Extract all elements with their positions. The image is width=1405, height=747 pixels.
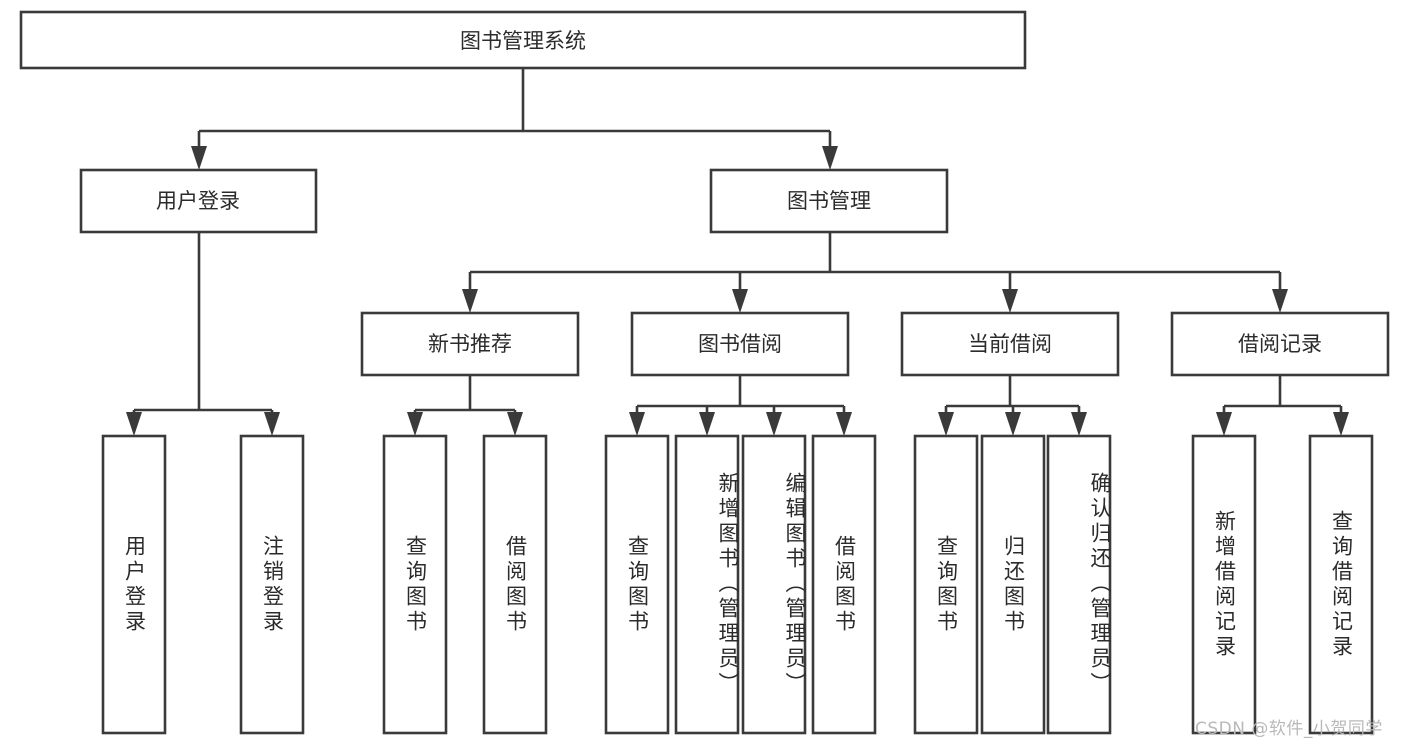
node-new-book-recommend-label: 新书推荐	[428, 332, 512, 356]
leaf-box-book-borrow-0[interactable]	[604, 434, 670, 735]
leaf-box-current-borrow-2[interactable]	[1046, 434, 1112, 735]
leaf-box-book-borrow-2[interactable]	[741, 434, 807, 735]
node-user-login[interactable]: 用户登录	[79, 168, 318, 234]
leaf-box-user-login-1[interactable]	[239, 434, 305, 735]
connectors-root-to-level2	[191, 68, 838, 170]
connectors-borrowrecord-to-leaves	[1216, 375, 1349, 436]
leaf-box-user-login-0[interactable]	[101, 434, 167, 735]
node-root-label: 图书管理系统	[460, 29, 586, 53]
leaf-box-borrow-record-1[interactable]	[1308, 434, 1374, 735]
node-current-borrow[interactable]: 当前借阅	[900, 311, 1120, 377]
leaf-box-borrow-record-0[interactable]	[1191, 434, 1257, 735]
csdn-watermark: CSDN @软件_小贺同学	[1195, 719, 1383, 739]
node-user-login-label: 用户登录	[156, 189, 240, 213]
node-current-borrow-label: 当前借阅	[968, 332, 1052, 356]
connectors-bookborrow-to-leaves	[629, 375, 852, 436]
connectors-newbook-to-leaves	[407, 375, 523, 436]
leaf-box-current-borrow-0[interactable]	[913, 434, 979, 735]
node-borrow-record[interactable]: 借阅记录	[1170, 311, 1390, 377]
leaf-box-book-borrow-3[interactable]	[811, 434, 877, 735]
leaf-box-current-borrow-1[interactable]	[980, 434, 1046, 735]
node-new-book-recommend[interactable]: 新书推荐	[360, 311, 580, 377]
node-book-management[interactable]: 图书管理	[709, 168, 949, 234]
node-borrow-record-label: 借阅记录	[1238, 332, 1322, 356]
leaf-box-book-borrow-1[interactable]	[674, 434, 740, 735]
leaf-box-new-book-0[interactable]	[382, 434, 448, 735]
node-book-borrow-label: 图书借阅	[698, 332, 782, 356]
node-book-borrow[interactable]: 图书借阅	[630, 311, 850, 377]
node-book-management-label: 图书管理	[787, 189, 871, 213]
leaf-box-new-book-1[interactable]	[482, 434, 548, 735]
connectors-currentborrow-to-leaves	[938, 375, 1087, 436]
connectors-bookmgmt-to-level3	[462, 232, 1288, 313]
connectors-userlogin-to-leaves	[126, 232, 280, 436]
node-root[interactable]: 图书管理系统	[19, 10, 1027, 70]
